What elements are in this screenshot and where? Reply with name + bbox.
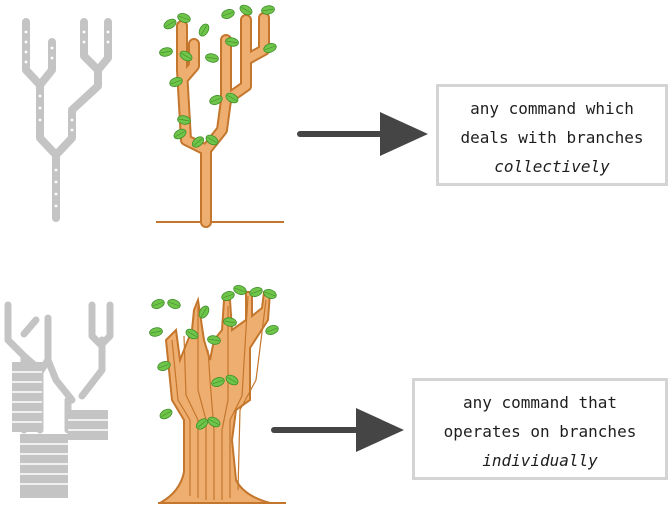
schematic-tree-top-dots [24, 30, 110, 208]
label-line-2: deals with branches [460, 128, 644, 147]
label-emphasis: individually [482, 451, 598, 470]
label-emphasis: collectively [494, 157, 610, 176]
arrow-top [297, 112, 428, 156]
label-box-collectively: any command which deals with branches co… [436, 84, 668, 186]
schematic-tree-top [22, 18, 112, 222]
label-box-individually: any command that operates on branches in… [412, 378, 668, 480]
illustrated-tree-top [156, 2, 284, 228]
schematic-trunk-lines [12, 371, 108, 485]
label-line-2: operates on branches [443, 422, 637, 441]
label-line-1: any command that [462, 393, 618, 412]
illustrated-tree-bottom [148, 283, 286, 504]
label-line-1: any command which [470, 99, 634, 118]
arrow-bottom [271, 408, 404, 452]
